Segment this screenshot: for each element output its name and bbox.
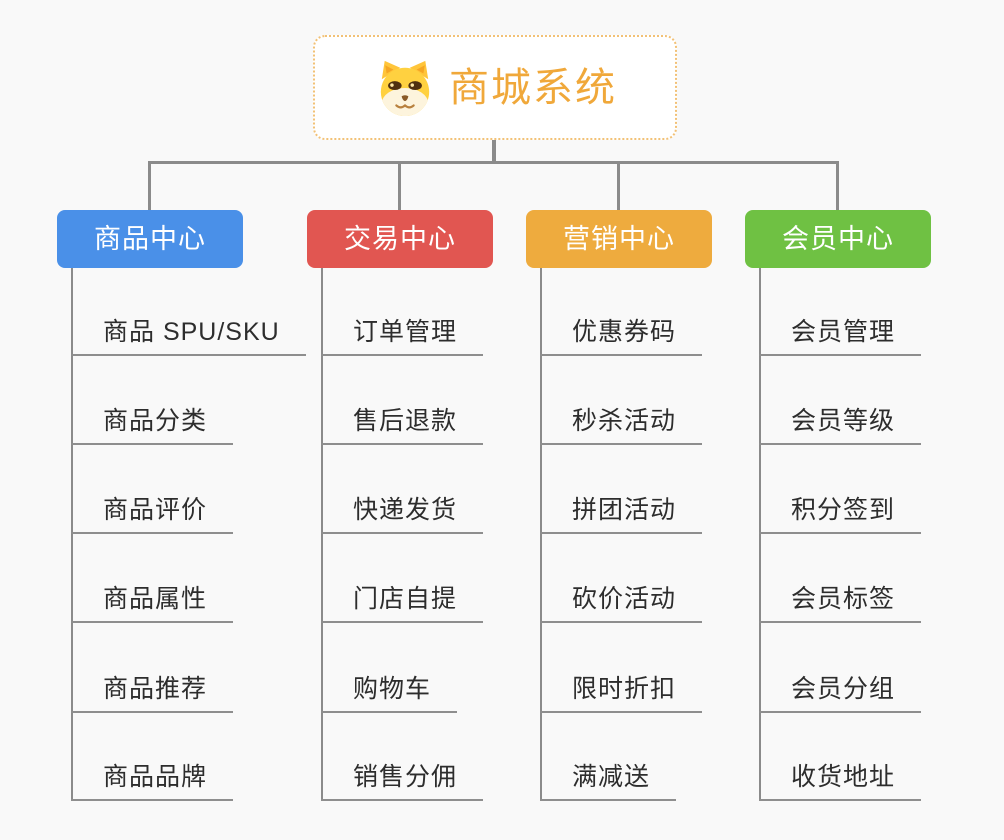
connector-drop-product (148, 161, 151, 210)
root-node[interactable]: 商城系统 (313, 35, 677, 140)
connector-drop-member (836, 161, 839, 210)
leaf-node[interactable]: 会员标签 (759, 567, 922, 623)
connector-drop-marketing (617, 161, 620, 210)
leaf-node[interactable]: 商品属性 (71, 567, 234, 623)
leaf-node[interactable]: 会员等级 (759, 389, 922, 445)
leaf-node[interactable]: 收货地址 (759, 745, 922, 801)
leaf-node[interactable]: 商品评价 (71, 478, 234, 534)
dog-icon (380, 60, 430, 116)
leaf-node[interactable]: 积分签到 (759, 478, 922, 534)
connector-horizontal-bar (148, 161, 839, 164)
leaf-node[interactable]: 会员管理 (759, 300, 922, 356)
branch-node-marketing-center[interactable]: 营销中心 (526, 210, 712, 268)
connector-root-drop (492, 140, 496, 163)
leaf-node[interactable]: 售后退款 (321, 389, 484, 445)
leaf-node[interactable]: 订单管理 (321, 300, 484, 356)
connector-drop-transaction (398, 161, 401, 210)
connector-trunk-product (71, 268, 73, 801)
connector-trunk-transaction (321, 268, 323, 801)
branch-node-member-center[interactable]: 会员中心 (745, 210, 931, 268)
branch-node-transaction-center[interactable]: 交易中心 (307, 210, 493, 268)
leaf-node[interactable]: 拼团活动 (540, 478, 703, 534)
leaf-node[interactable]: 商品 SPU/SKU (71, 300, 306, 356)
leaf-node[interactable]: 商品推荐 (71, 657, 234, 713)
leaf-node[interactable]: 购物车 (321, 657, 458, 713)
leaf-node[interactable]: 门店自提 (321, 567, 484, 623)
leaf-node[interactable]: 秒杀活动 (540, 389, 703, 445)
leaf-node[interactable]: 商品分类 (71, 389, 234, 445)
leaf-node[interactable]: 会员分组 (759, 657, 922, 713)
leaf-node[interactable]: 快递发货 (321, 478, 484, 534)
connector-trunk-member (759, 268, 761, 801)
leaf-node[interactable]: 限时折扣 (540, 657, 703, 713)
connector-trunk-marketing (540, 268, 542, 801)
root-title: 商城系统 (449, 65, 617, 110)
leaf-node[interactable]: 优惠券码 (540, 300, 703, 356)
leaf-node[interactable]: 销售分佣 (321, 745, 484, 801)
leaf-node[interactable]: 商品品牌 (71, 745, 234, 801)
leaf-node[interactable]: 砍价活动 (540, 567, 703, 623)
leaf-node[interactable]: 满减送 (540, 745, 677, 801)
branch-node-product-center[interactable]: 商品中心 (57, 210, 243, 268)
